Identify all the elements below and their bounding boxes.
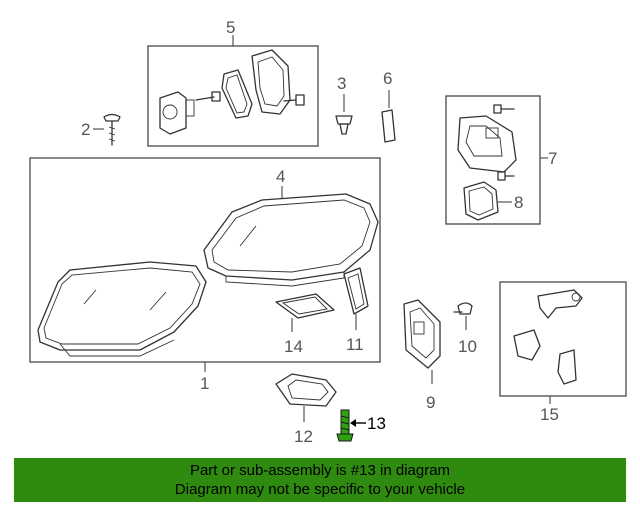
- label-part-6: 6: [381, 69, 396, 143]
- group-box-15: 15: [499, 281, 627, 424]
- callout-9: 9: [426, 393, 435, 412]
- callout-13: 13: [367, 414, 386, 433]
- bracket-part-12: 12: [275, 373, 337, 446]
- bracket-right: [557, 349, 577, 385]
- bracket-upper: [537, 289, 583, 319]
- bracket-left: [513, 329, 541, 361]
- gasket-part-14: [275, 293, 335, 319]
- callout-1: 1: [200, 374, 209, 393]
- callout-4: 4: [276, 167, 285, 186]
- bulb-socket: [159, 91, 195, 135]
- group-box-1: 1 4 14 11: [29, 157, 381, 393]
- seal-part-8: [463, 181, 499, 221]
- socket-screw: [195, 91, 221, 102]
- gasket-part-11: [343, 267, 369, 315]
- callout-14: 14: [284, 337, 303, 356]
- top-screw: [493, 104, 515, 114]
- led-module: [457, 115, 517, 173]
- control-unit-part-9: 9: [403, 299, 441, 412]
- headlamp-lens: [37, 261, 207, 357]
- bottom-screw: [497, 171, 515, 181]
- gasket-ring: [221, 69, 253, 119]
- callout-5: 5: [226, 18, 235, 37]
- callout-3: 3: [337, 74, 346, 93]
- clip-part-3: 3: [335, 74, 353, 135]
- screw-part-13: 13: [336, 409, 386, 442]
- callout-7: 7: [548, 149, 557, 168]
- banner-line-1: Part or sub-assembly is #13 in diagram: [189, 462, 451, 479]
- callout-11: 11: [346, 335, 364, 354]
- callout-10: 10: [458, 337, 477, 356]
- screw-part-2: 2: [81, 113, 121, 146]
- callout-8: 8: [514, 193, 523, 212]
- headlamp-housing: [203, 193, 379, 287]
- cover-bolt: [283, 94, 305, 106]
- cover-frame: [251, 49, 291, 115]
- callout-12: 12: [294, 427, 313, 446]
- callout-15: 15: [540, 405, 559, 424]
- group-box-5: 5: [147, 18, 319, 147]
- callout-2: 2: [81, 120, 90, 139]
- banner-line-2: Diagram may not be specific to your vehi…: [174, 481, 466, 498]
- callout-6: 6: [383, 69, 392, 88]
- info-banner: Part or sub-assembly is #13 in diagram D…: [14, 458, 626, 502]
- bolt-part-10: 10: [453, 302, 477, 356]
- group-box-7: 7 8: [445, 95, 557, 225]
